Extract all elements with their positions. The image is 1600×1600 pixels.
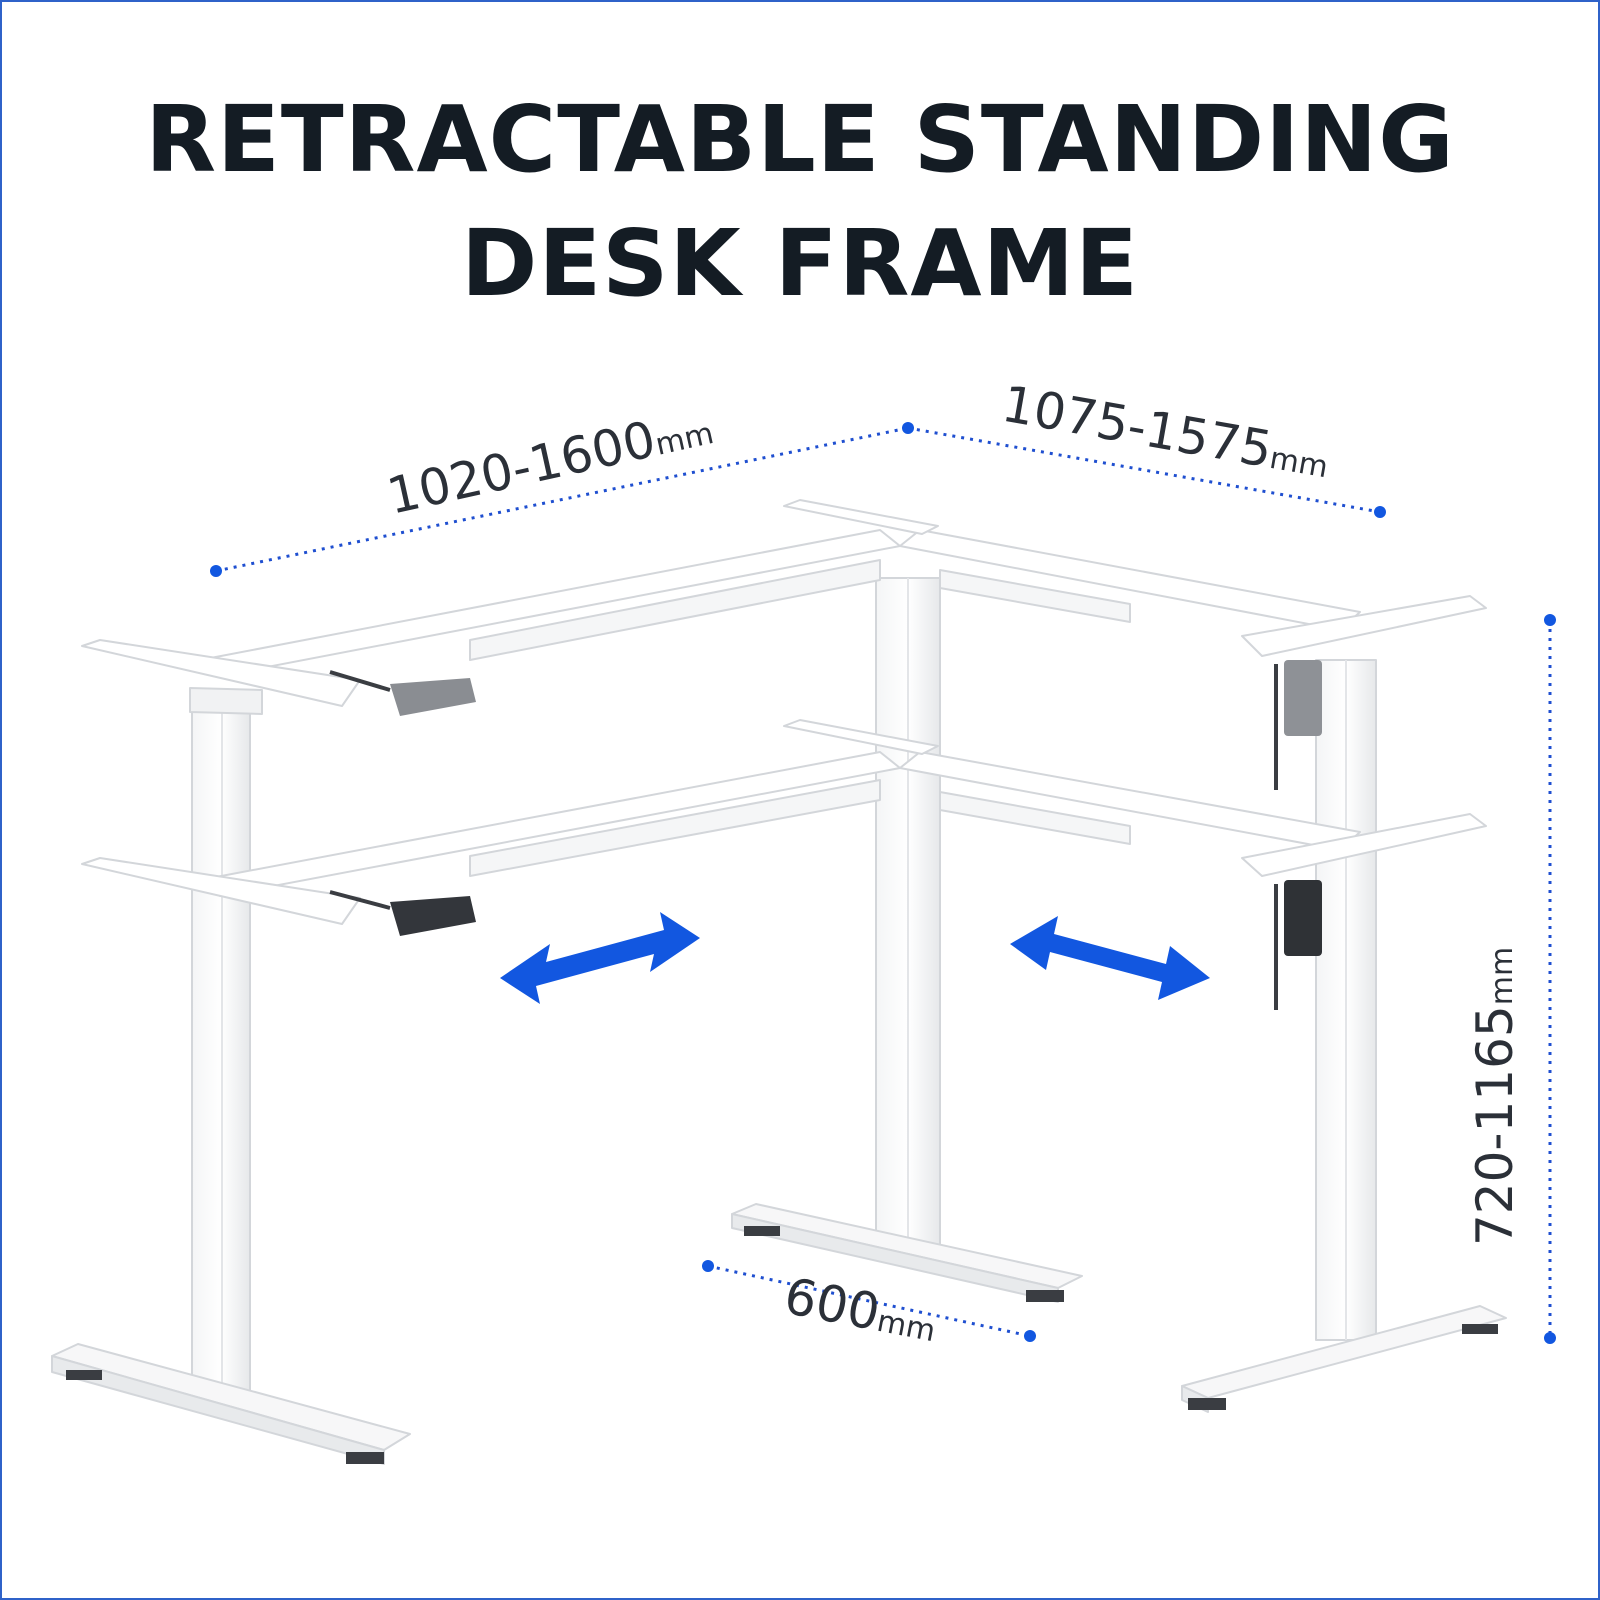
depth-value: 600 [780,1267,885,1342]
left-width-unit: mm [652,416,717,463]
left-width-value: 1020-1600 [382,410,661,526]
left-width-label: 1020-1600mm [382,397,718,525]
right-width-value: 1075-1575 [998,375,1276,479]
height-value: 720-1165 [1466,1005,1524,1246]
height-unit: mm [1485,947,1520,1005]
height-label: 720-1165mm [1466,947,1524,1246]
page-title: RETRACTABLE STANDING DESK FRAME [0,78,1600,326]
depth-unit: mm [874,1304,938,1350]
left-double-arrow-icon [500,912,700,1004]
right-double-arrow-icon [1010,916,1210,1000]
right-width-unit: mm [1267,441,1331,486]
right-width-label: 1075-1575mm [998,375,1334,490]
desk-frame [51,499,1507,1465]
upper-frame [81,499,1487,790]
dimension-dots [210,422,1556,1344]
depth-label: 600mm [780,1267,942,1353]
title-line-1: RETRACTABLE STANDING [145,86,1455,193]
left-width-line [215,426,909,573]
title-line-2: DESK FRAME [460,210,1140,317]
dimension-lines [215,426,1552,1338]
left-leg [51,701,411,1465]
corner-leg [731,577,1083,1303]
right-leg [1181,659,1507,1413]
lower-frame [81,719,1487,1010]
depth-line [707,1264,1031,1338]
